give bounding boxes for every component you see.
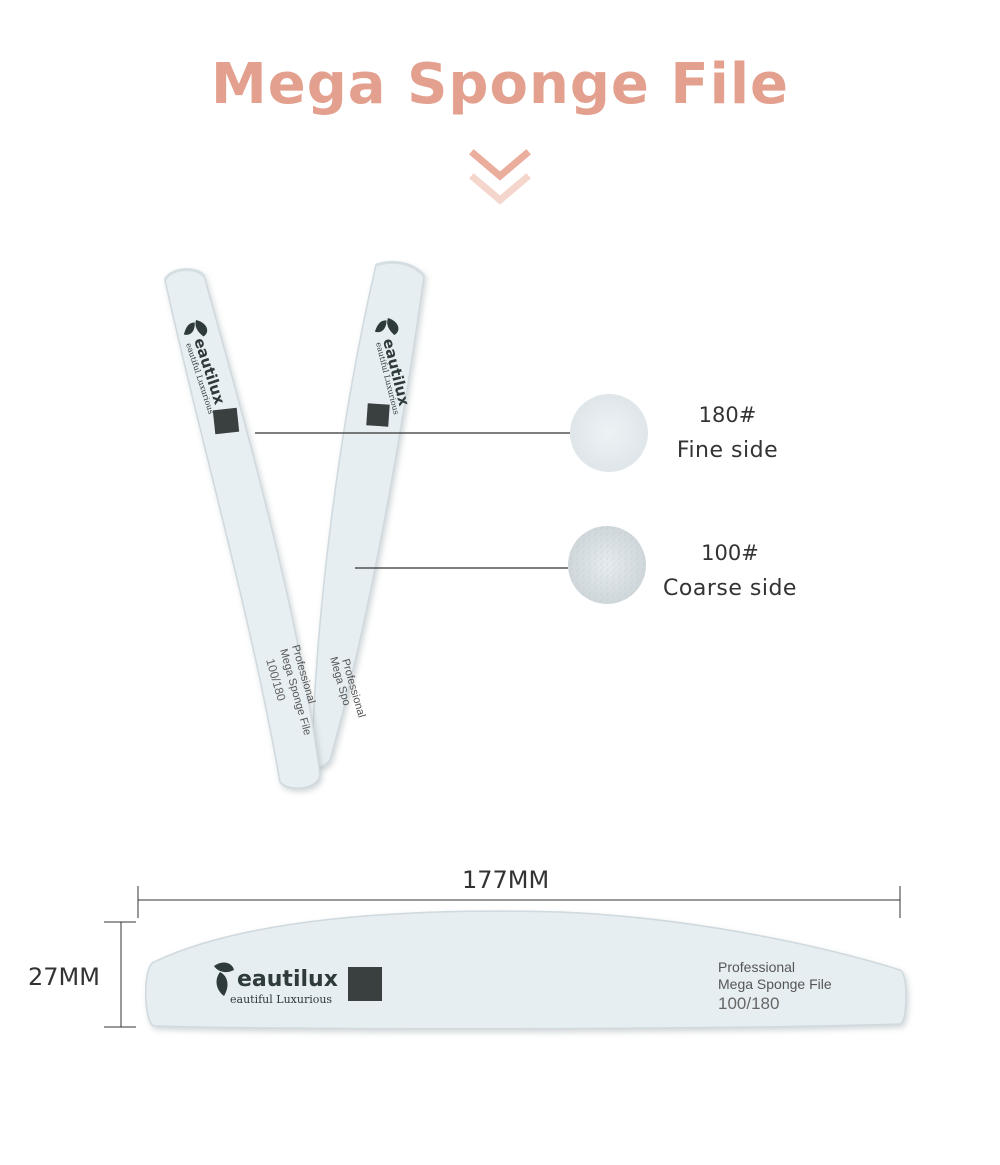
double-chevron-down-icon: [469, 149, 531, 205]
coarse-grit-texture: [568, 526, 646, 604]
file-print-line1: Professional: [718, 959, 795, 975]
fine-grit-number: 180#: [698, 403, 757, 427]
page-title: Mega Sponge File: [210, 52, 790, 117]
leaf-logo-icon: [214, 962, 234, 996]
nail-file-front: [163, 268, 321, 789]
length-label: 177MM: [462, 866, 550, 894]
fine-side-label: 180# Fine side: [660, 398, 795, 468]
nail-file-horizontal: [145, 910, 907, 1030]
nail-file-back: [311, 261, 426, 768]
brand-tagline-horizontal: eautiful Luxurious: [230, 993, 332, 1006]
coarse-grit-number: 100#: [701, 541, 759, 565]
leaf-logo-icon: [183, 320, 208, 337]
fine-grit-swatch: [570, 394, 648, 472]
coarse-side-label: 100# Coarse side: [650, 536, 810, 606]
width-label: 27MM: [28, 963, 100, 991]
grit-square-back: [366, 403, 390, 427]
file-print-line2: Mega Sponge File: [718, 976, 832, 992]
fine-side-text: Fine side: [676, 438, 779, 463]
leaf-logo-icon: [374, 318, 399, 335]
coarse-side-text: Coarse side: [663, 576, 797, 601]
file-print-grit: 100/180: [718, 994, 779, 1013]
grit-square-front: [212, 407, 240, 435]
brand-logo-horizontal: eautilux: [237, 967, 338, 992]
grit-square-horizontal: [348, 967, 382, 1001]
